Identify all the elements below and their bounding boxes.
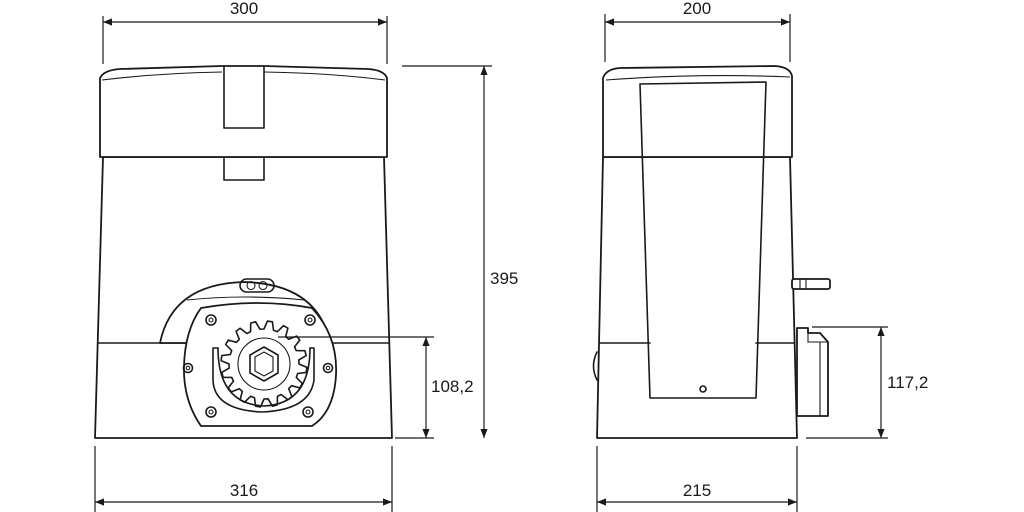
dim-front-top-width: 300 — [230, 0, 258, 18]
side-view — [592, 65, 831, 439]
pinion-nut — [249, 346, 279, 382]
dim-pinion-height: 108,2 — [431, 377, 474, 396]
dim-front-bottom-width: 316 — [230, 481, 258, 500]
pinion-gear — [220, 320, 308, 408]
dim-side-plate-height: 117,2 — [887, 373, 928, 392]
release-slot — [239, 278, 275, 293]
lid-tab — [223, 156, 265, 181]
front-view — [94, 65, 393, 439]
gear-hub — [237, 337, 291, 391]
side-panel — [639, 81, 767, 399]
dimensions: 300 316 108,2 395 200 215 117,2 — [94, 0, 928, 512]
flange-bolts — [182, 314, 334, 418]
side-housing — [596, 156, 798, 439]
mounting-plate — [796, 327, 829, 417]
gear-teeth — [220, 320, 308, 408]
front-cover — [99, 65, 388, 158]
lid-handle — [223, 65, 265, 129]
side-cover — [602, 65, 793, 158]
dim-side-top-width: 200 — [683, 0, 711, 18]
dim-side-bottom-width: 215 — [683, 481, 711, 500]
dim-overall-height: 395 — [490, 269, 518, 288]
side-rod — [791, 278, 831, 290]
